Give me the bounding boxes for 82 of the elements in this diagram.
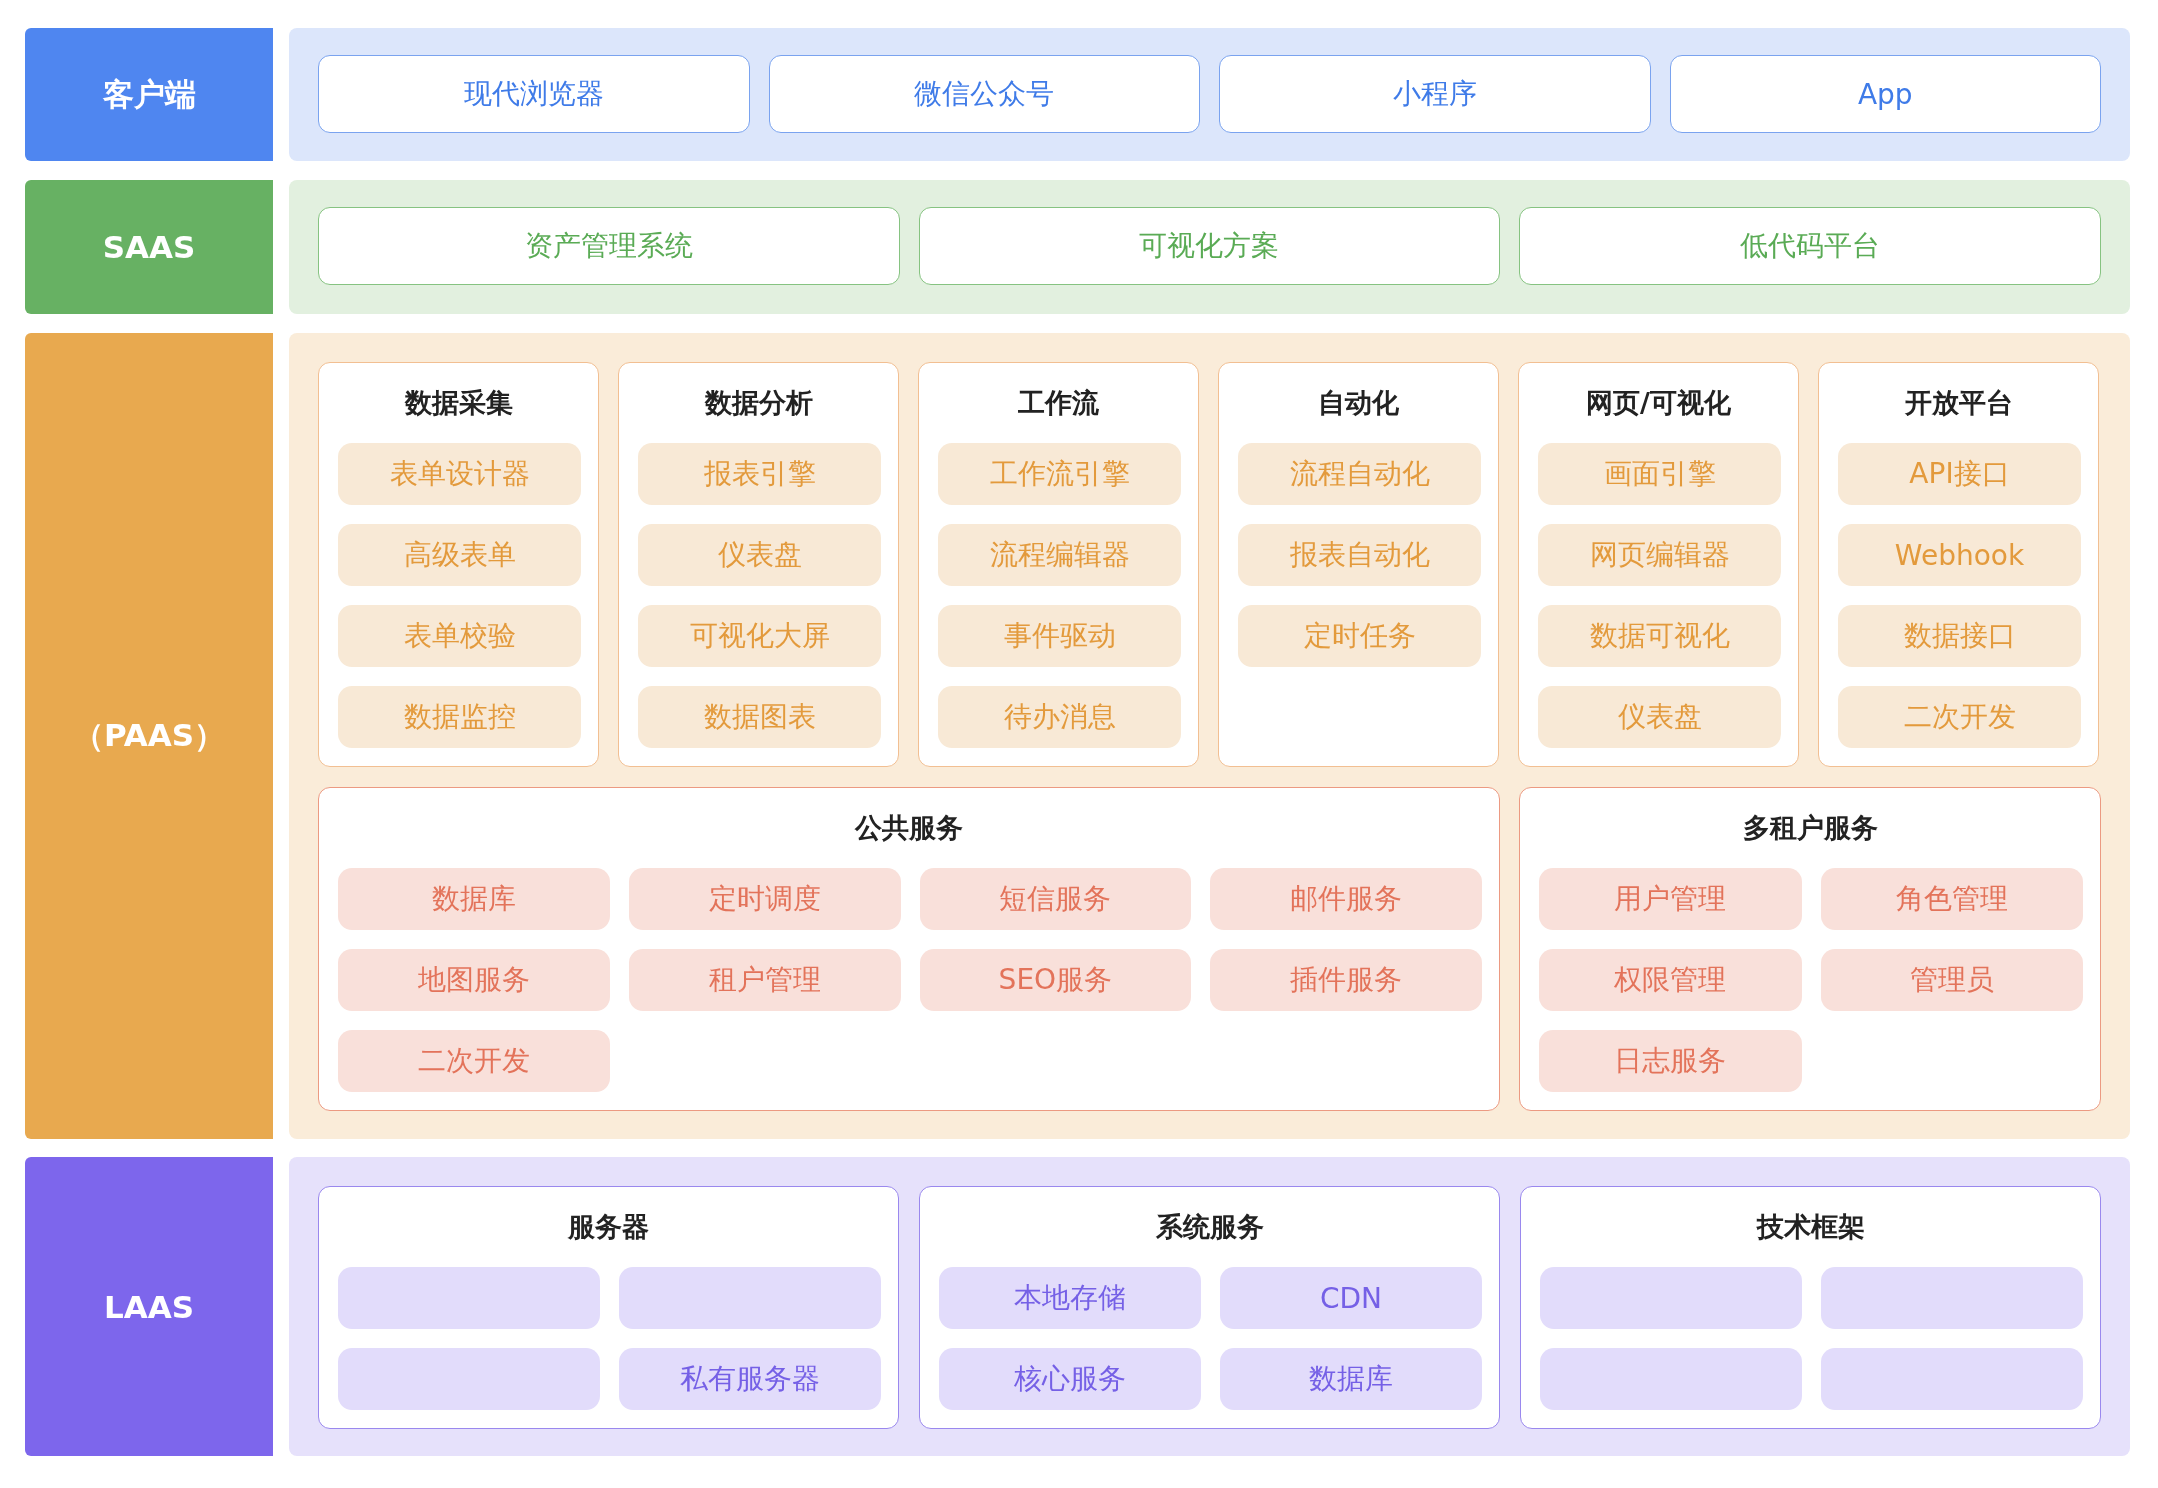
group-title: 系统服务 — [1154, 1210, 1265, 1244]
group-panel — [618, 362, 899, 767]
service-pill: 用户管理 — [1539, 868, 1802, 930]
service-pill: 地图服务 — [338, 949, 610, 1011]
service-pill: 数据可视化 — [1538, 605, 1781, 667]
service-pill: 管理员 — [1820, 949, 2083, 1011]
service-pill: 私有服务器 — [619, 1348, 881, 1410]
service-pill — [1821, 1267, 2083, 1329]
service-pill: 二次开发 — [338, 1030, 610, 1092]
service-pill: 核心服务 — [939, 1348, 1201, 1410]
service-pill: 仪表盘 — [1538, 686, 1781, 748]
service-pill: 数据库 — [338, 868, 610, 930]
group-panel — [318, 787, 1500, 1111]
group-title: 网页/可视化 — [1585, 386, 1732, 420]
service-pill — [1540, 1348, 1802, 1410]
service-pill: SEO服务 — [919, 949, 1192, 1011]
group-panel — [318, 362, 599, 767]
service-pill: 数据监控 — [338, 686, 581, 748]
group-panel — [318, 1186, 899, 1429]
group-title: 开放平台 — [1903, 386, 2014, 420]
service-pill: CDN — [1220, 1267, 1482, 1329]
service-pill: 待办消息 — [938, 686, 1181, 748]
group-panel — [1520, 1186, 2101, 1429]
service-pill: 画面引擎 — [1538, 443, 1781, 505]
group-panel — [1218, 362, 1499, 767]
service-pill: 数据图表 — [638, 686, 881, 748]
service-pill — [338, 1348, 600, 1410]
group-panel — [1519, 787, 2101, 1111]
service-pill: 工作流引擎 — [938, 443, 1181, 505]
service-pill: 定时任务 — [1238, 605, 1481, 667]
service-pill: 权限管理 — [1539, 949, 1802, 1011]
service-pill: 可视化方案 — [918, 207, 1501, 285]
service-pill: 本地存储 — [939, 1267, 1201, 1329]
service-pill: 流程自动化 — [1238, 443, 1481, 505]
service-pill — [619, 1267, 881, 1329]
service-pill: 事件驱动 — [938, 605, 1181, 667]
service-pill — [338, 1267, 600, 1329]
group-title: 数据分析 — [703, 386, 814, 420]
group-title: 数据采集 — [403, 386, 514, 420]
service-pill: 低代码平台 — [1519, 207, 2101, 285]
service-pill: 网页编辑器 — [1538, 524, 1781, 586]
service-pill: 表单设计器 — [338, 443, 581, 505]
service-pill: 数据库 — [1220, 1348, 1482, 1410]
service-pill: Webhook — [1838, 524, 2081, 586]
service-pill: 流程编辑器 — [938, 524, 1181, 586]
service-pill: 短信服务 — [919, 868, 1192, 930]
service-pill: 仪表盘 — [638, 524, 881, 586]
group-title: 服务器 — [567, 1210, 650, 1244]
service-pill: 小程序 — [1219, 55, 1651, 133]
service-pill: 微信公众号 — [768, 55, 1200, 133]
layer-label: 客户端 — [25, 28, 273, 161]
service-pill: 表单校验 — [338, 605, 581, 667]
layer-label: （PAAS） — [25, 333, 273, 1139]
group-panel — [1518, 362, 1799, 767]
service-pill: 现代浏览器 — [318, 55, 750, 133]
service-pill — [1821, 1348, 2083, 1410]
service-pill: 插件服务 — [1210, 949, 1482, 1011]
service-pill: 租户管理 — [628, 949, 901, 1011]
group-title: 工作流 — [1017, 386, 1100, 420]
group-title: 多租户服务 — [1741, 811, 1879, 845]
service-pill: 可视化大屏 — [638, 605, 881, 667]
service-pill: 报表引擎 — [638, 443, 881, 505]
layer-label: SAAS — [25, 180, 273, 314]
group-title: 公共服务 — [853, 811, 964, 845]
layer-label: LAAS — [25, 1157, 273, 1456]
service-pill: 高级表单 — [338, 524, 581, 586]
group-panel — [918, 362, 1199, 767]
service-pill: API接口 — [1838, 443, 2081, 505]
group-title: 自动化 — [1317, 386, 1400, 420]
service-pill: 日志服务 — [1539, 1030, 1802, 1092]
service-pill: App — [1669, 55, 2101, 133]
service-pill: 角色管理 — [1820, 868, 2083, 930]
service-pill: 二次开发 — [1838, 686, 2081, 748]
group-panel — [919, 1186, 1500, 1429]
service-pill: 数据接口 — [1838, 605, 2081, 667]
service-pill: 资产管理系统 — [318, 207, 900, 285]
group-panel — [1818, 362, 2099, 767]
service-pill — [1540, 1267, 1802, 1329]
service-pill: 定时调度 — [628, 868, 901, 930]
service-pill: 报表自动化 — [1238, 524, 1481, 586]
service-pill: 邮件服务 — [1210, 868, 1482, 930]
group-title: 技术框架 — [1755, 1210, 1866, 1244]
